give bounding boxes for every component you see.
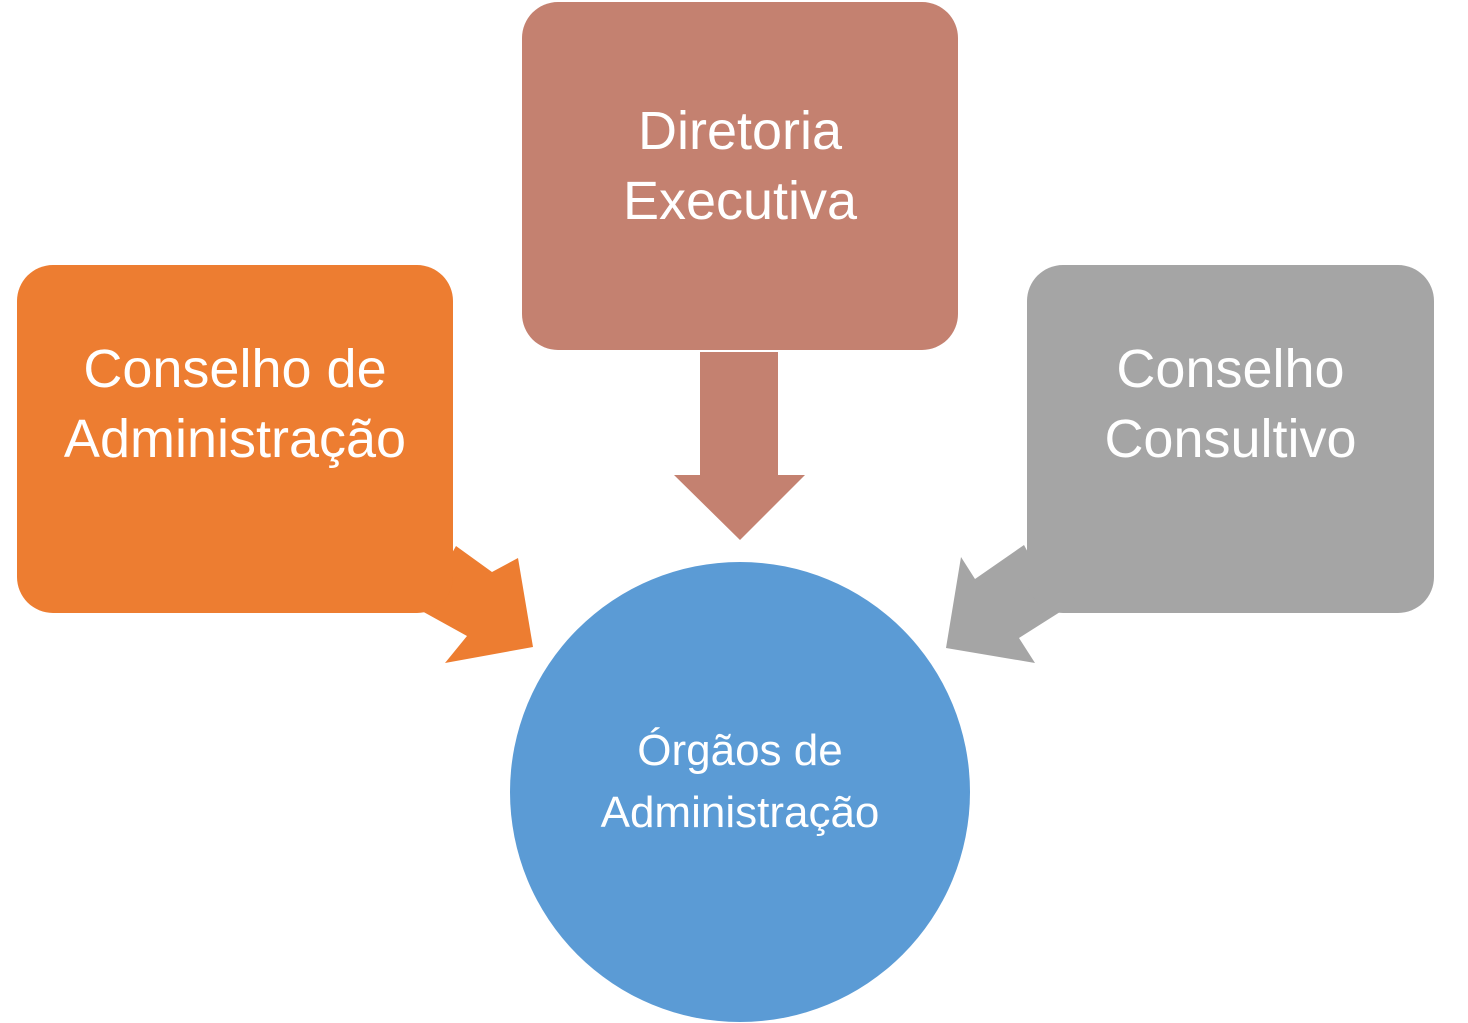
- node-label: Conselho de Administração: [63, 338, 407, 469]
- node-conselho-consultivo: Conselho Consultivo: [1027, 265, 1434, 613]
- center-label: Órgãos de Administração: [600, 726, 880, 837]
- node-diretoria-executiva: Diretoria Executiva: [522, 2, 958, 350]
- node-label: Diretoria Executiva: [622, 100, 858, 231]
- center-node-orgaos-administracao: Órgãos de Administração: [510, 562, 970, 1022]
- node-conselho-administracao: Conselho de Administração: [17, 265, 453, 613]
- arrow-top-to-center: [674, 352, 805, 540]
- node-label: Conselho Consultivo: [1104, 338, 1357, 469]
